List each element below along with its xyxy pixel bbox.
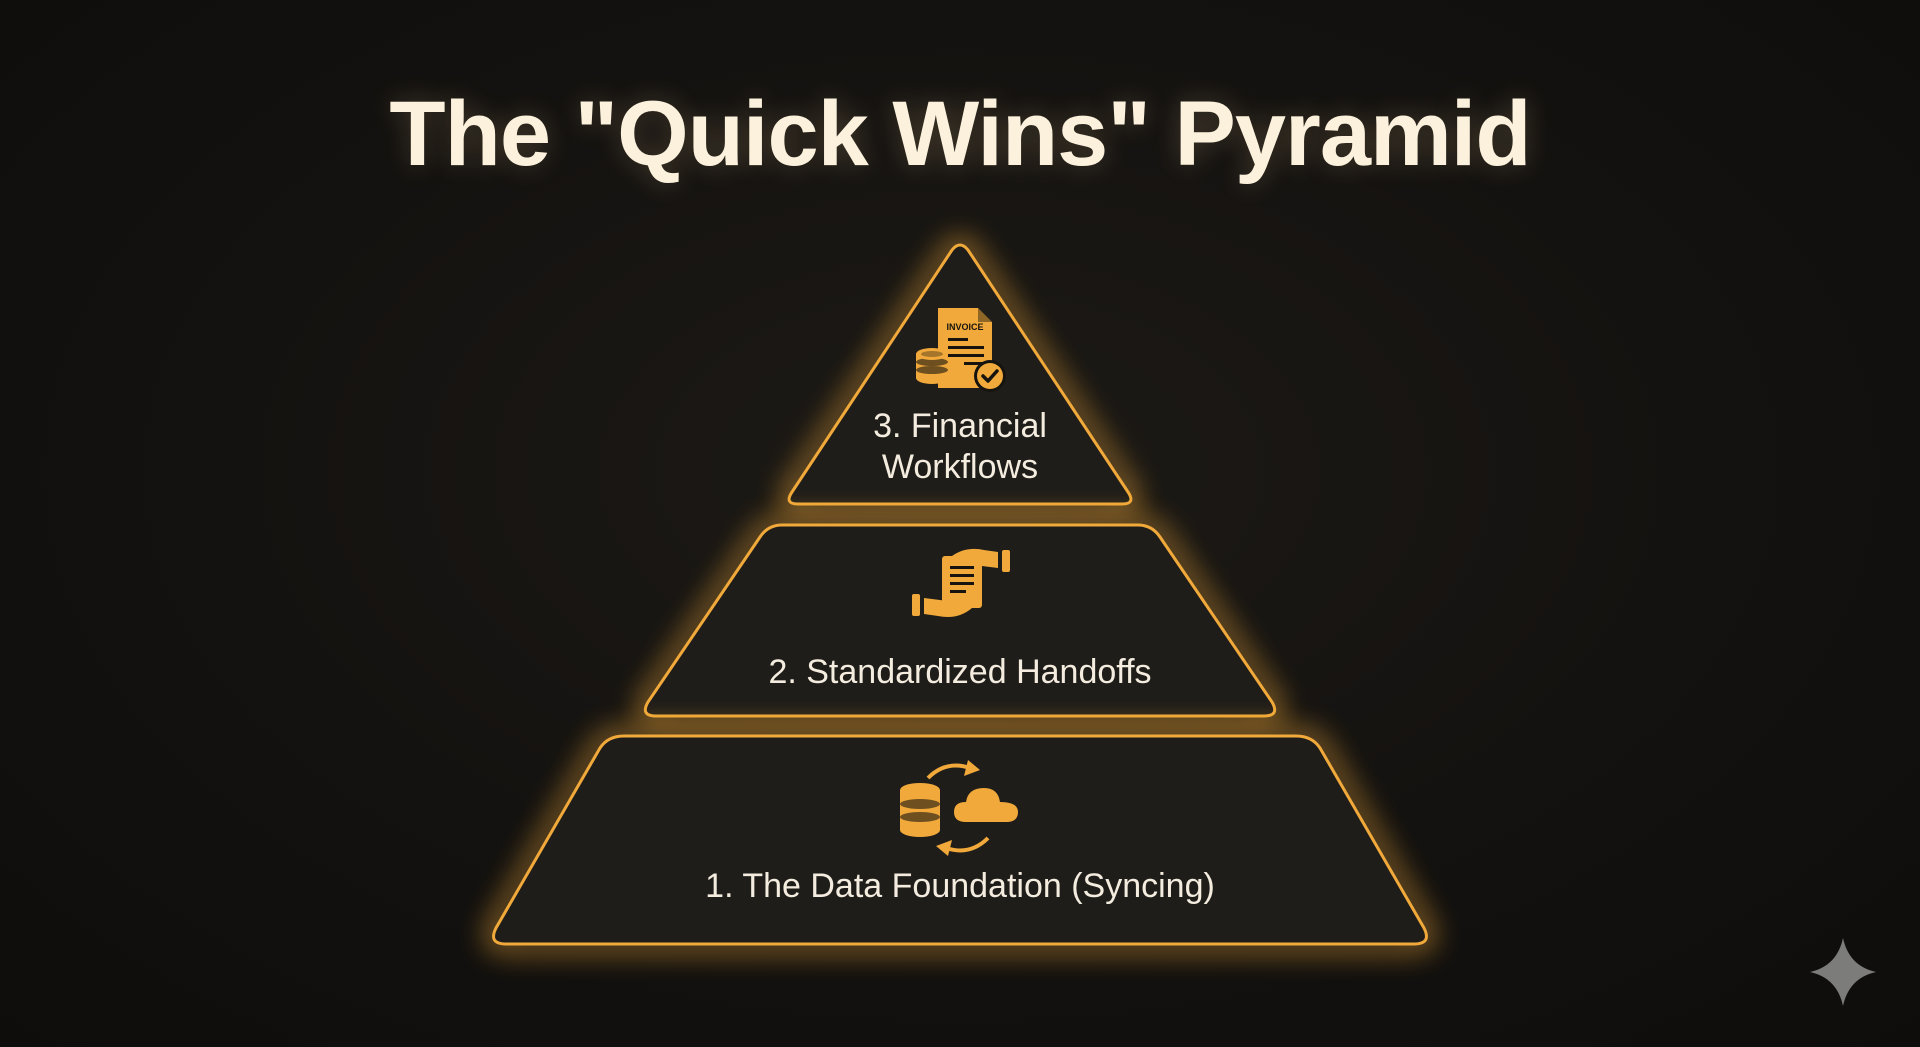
- pyramid-tier-1-shape: [492, 734, 1428, 946]
- tier-2-label: 2. Standardized Handoffs: [768, 653, 1151, 691]
- sparkle-icon: [1810, 938, 1876, 1006]
- pyramid-tier-1: 1. The Data Foundation (Syncing): [488, 731, 1432, 949]
- hands-passing-document-icon: [912, 548, 1010, 617]
- tier-3-label-line-1: 3. Financial: [873, 407, 1047, 445]
- pyramid-tier-3: INVOICE 3. Financial Workflows: [784, 240, 1136, 509]
- tier-3-label-line-2: Workflows: [882, 448, 1038, 486]
- tier-1-label: 1. The Data Foundation (Syncing): [705, 867, 1215, 905]
- pyramid-tier-2: 2. Standardized Handoffs: [640, 520, 1280, 721]
- pyramid-tier-2-shape: [643, 523, 1277, 718]
- invoice-icon-text: INVOICE: [946, 322, 983, 332]
- invoice-coins-check-icon: INVOICE: [916, 308, 1006, 392]
- database-cloud-sync-icon: [900, 760, 1018, 856]
- page-title: The "Quick Wins" Pyramid: [389, 83, 1531, 185]
